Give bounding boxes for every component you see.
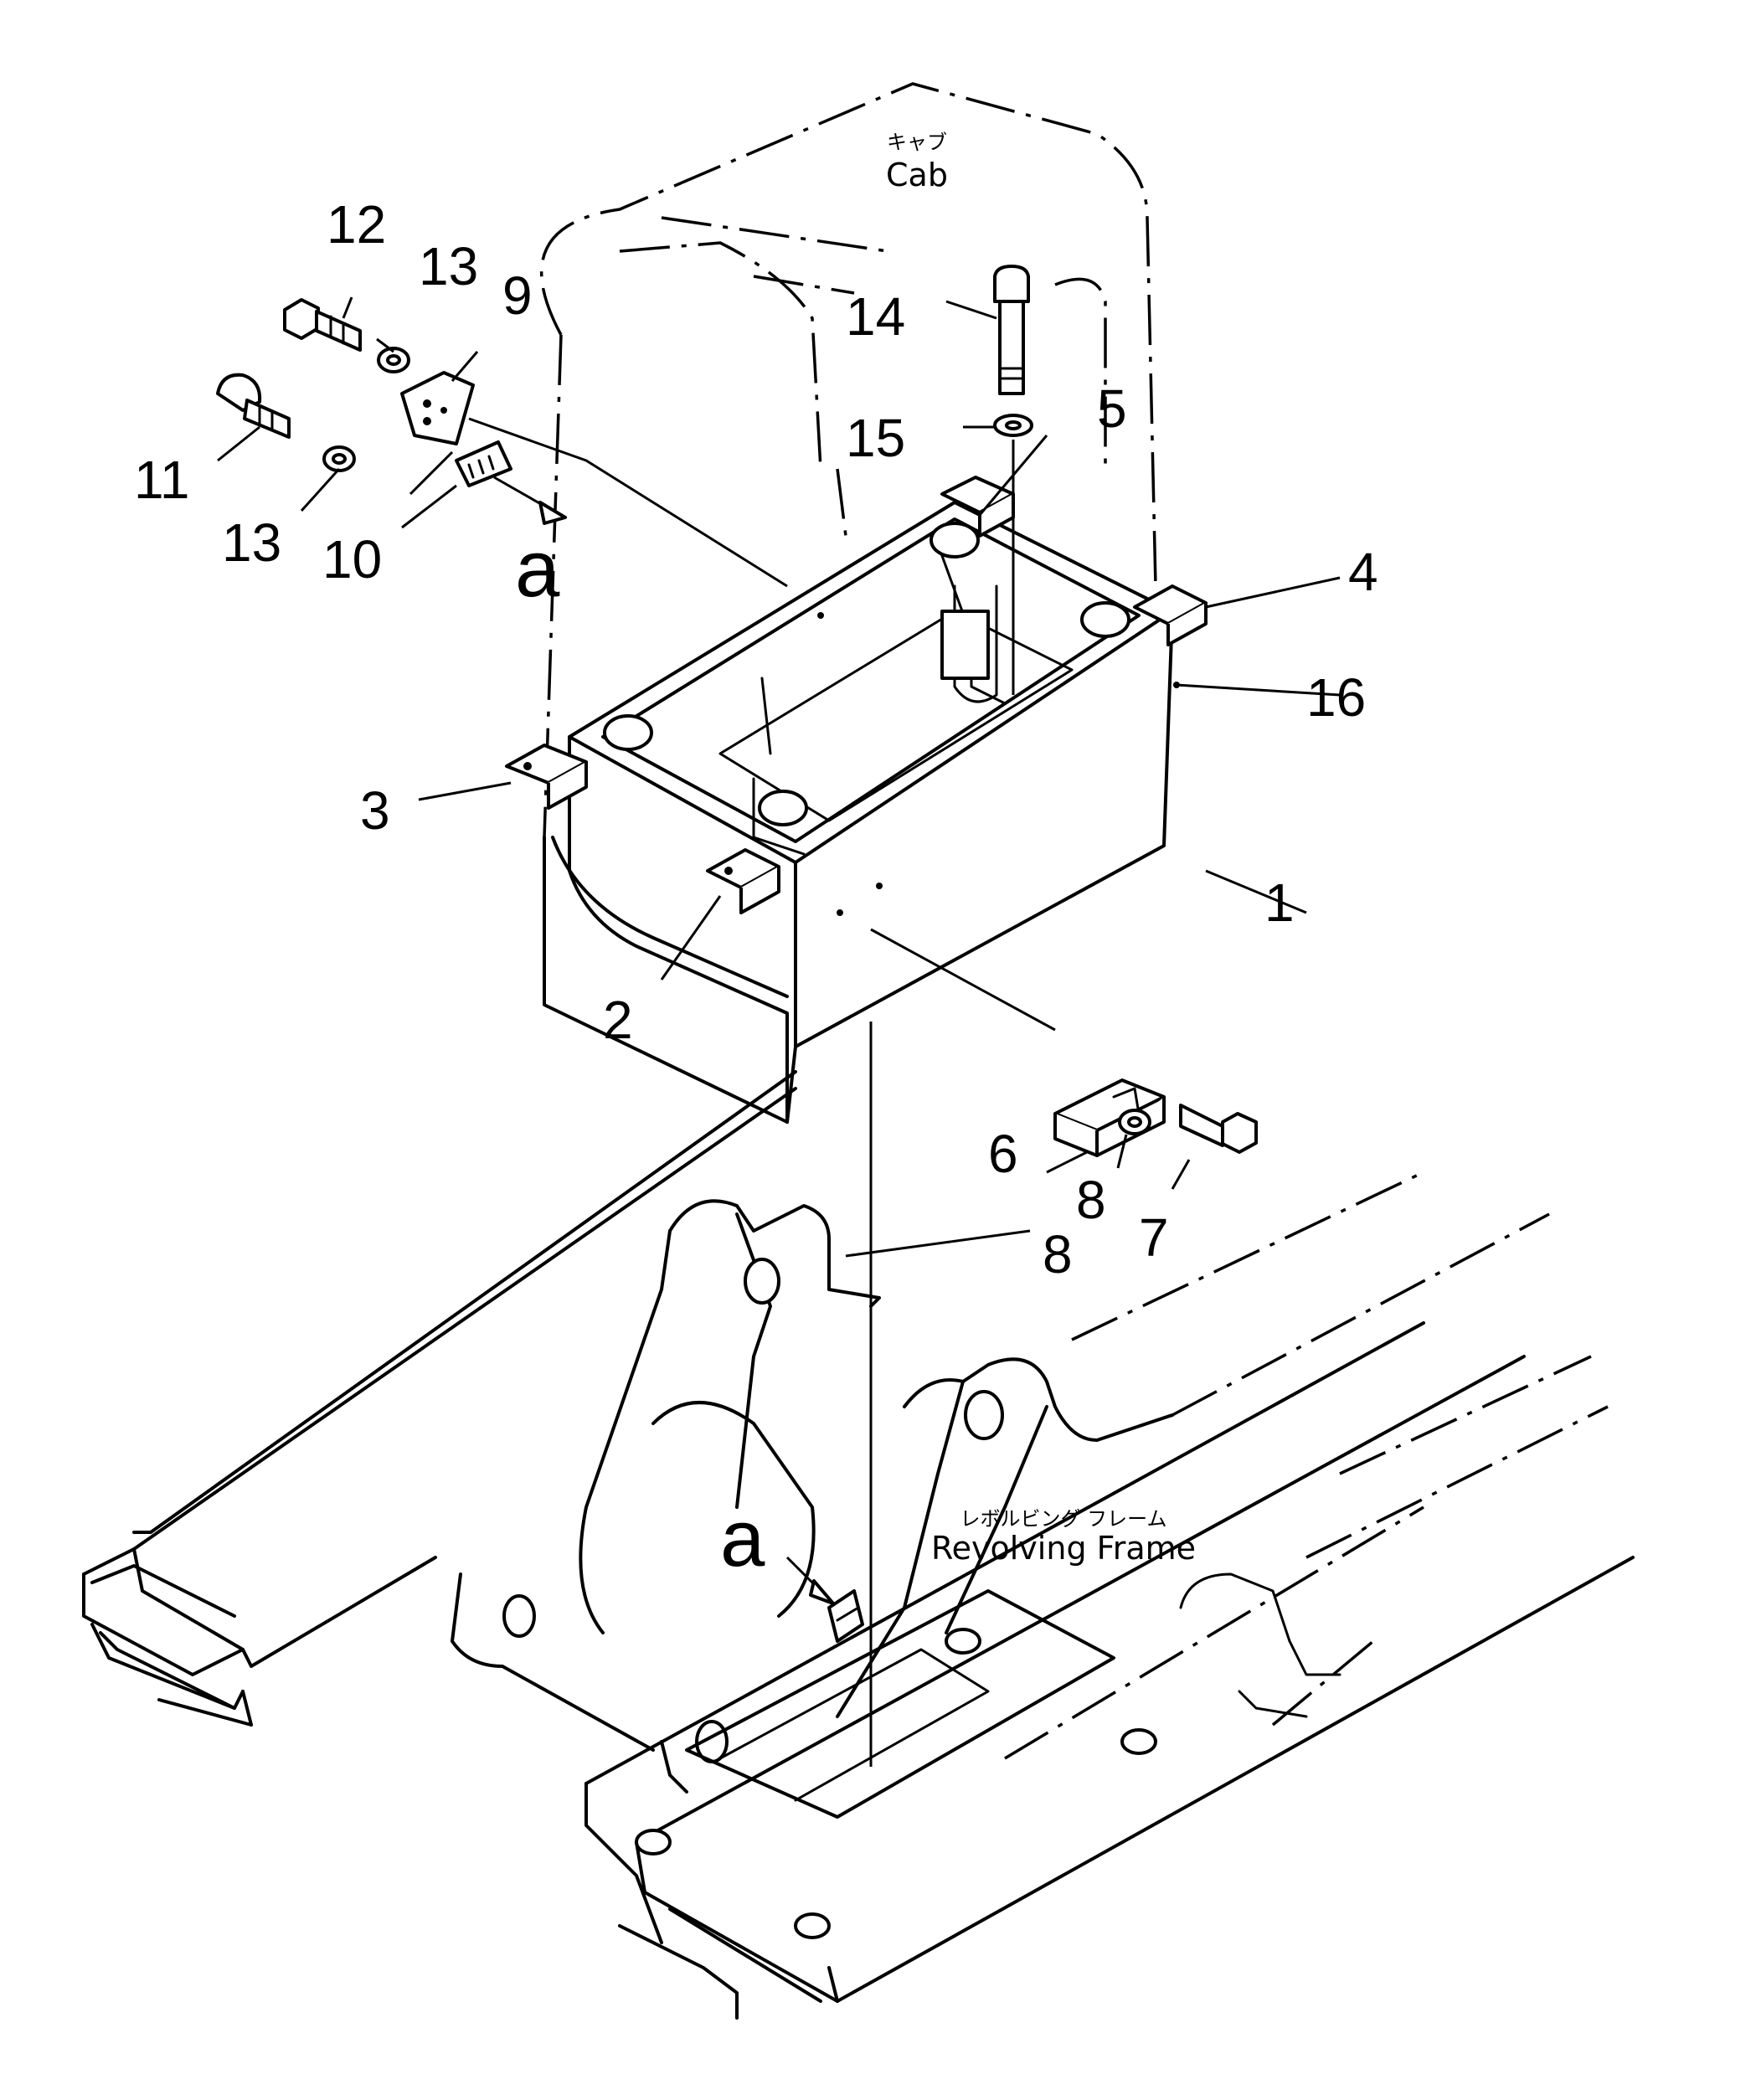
bolt-14 [993, 265, 1030, 395]
cab-label-jp: キャブ [887, 131, 947, 154]
callout-2: 2 [603, 990, 633, 1050]
mount-bracket-2 [706, 848, 780, 914]
bolt-12 [283, 298, 362, 352]
washer-13-lower [322, 445, 356, 472]
callout-15: 15 [846, 408, 905, 468]
callout-12: 12 [327, 194, 386, 255]
washer-15 [993, 414, 1033, 437]
bolt-11 [216, 373, 291, 439]
callout-13-lower: 13 [222, 512, 281, 573]
callout-7: 7 [1139, 1207, 1169, 1268]
callout-4: 4 [1348, 542, 1378, 602]
plate-10 [455, 440, 512, 487]
washer-13-upper [377, 347, 410, 373]
revolving-frame [82, 1070, 1635, 2020]
callout-9: 9 [502, 265, 533, 326]
washer-8 [1118, 1109, 1151, 1135]
callout-3: 3 [360, 780, 390, 841]
bolt-7 [1179, 1104, 1258, 1154]
callout-16: 16 [1306, 667, 1366, 728]
bracket-6-axis [870, 928, 1056, 1032]
cab-label: Cab [886, 157, 948, 193]
detail-a-bracket [827, 1589, 864, 1643]
mount-bracket-3 [505, 744, 588, 810]
plate-9 [400, 371, 475, 445]
callout-10: 10 [322, 529, 382, 589]
callout-5: 5 [1097, 378, 1127, 439]
callout-8-upper: 8 [1076, 1170, 1106, 1230]
view-a-label-top: a [515, 524, 560, 614]
callout-1: 1 [1264, 872, 1295, 933]
view-a-label-bottom: a [720, 1494, 765, 1583]
frame-label-jp: レボルビング フレーム [960, 1507, 1167, 1531]
callout-11: 11 [134, 450, 189, 510]
callout-13-upper: 13 [419, 236, 478, 296]
cab-outline [540, 82, 1157, 838]
mount-bracket-4 [1133, 584, 1208, 646]
callout-leaders [217, 296, 1341, 1605]
callout-8-lower: 8 [1043, 1224, 1073, 1284]
frame-label: Revolving Frame [931, 1530, 1196, 1567]
callout-14: 14 [846, 286, 905, 347]
cab-floor-frame [543, 501, 1180, 1124]
callout-6: 6 [988, 1124, 1018, 1184]
